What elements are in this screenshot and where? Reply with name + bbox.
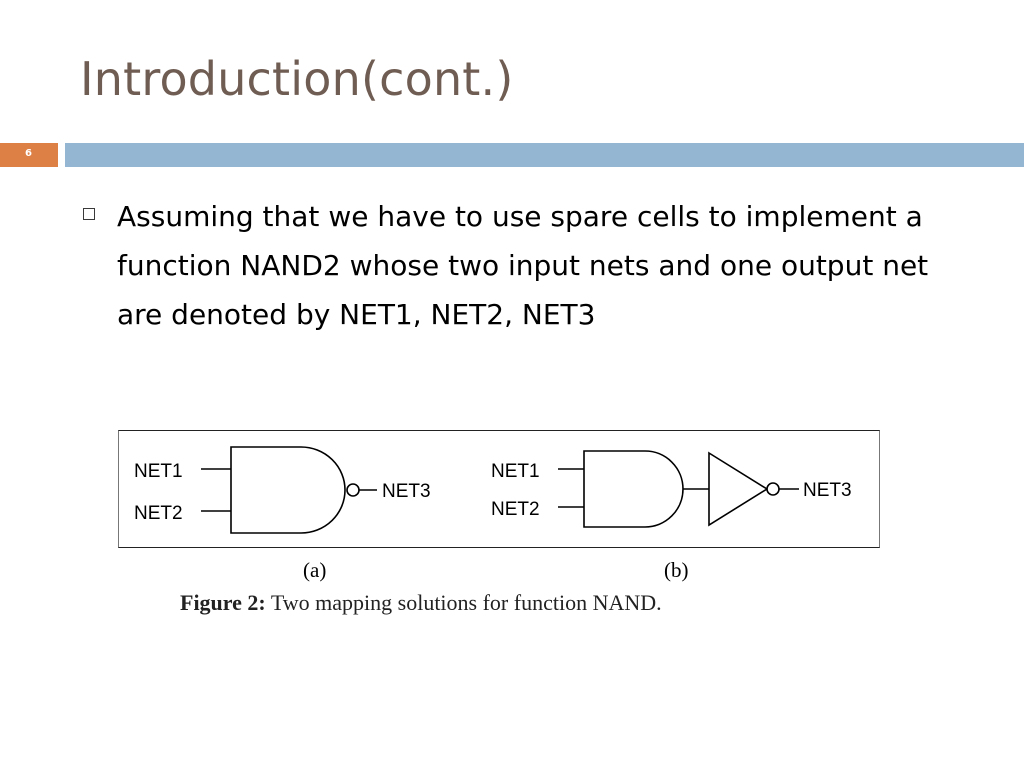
and-body-b xyxy=(583,450,684,528)
and-inverter-b: NET1 NET2 NET3 xyxy=(491,450,852,528)
subfigure-label-a: (a) xyxy=(303,558,327,582)
net1-label-b: NET1 xyxy=(491,461,540,482)
bullet-text: Assuming that we have to use spare cells… xyxy=(117,200,929,331)
subfigure-label-b: (b) xyxy=(664,558,689,582)
bullet-item: Assuming that we have to use spare cells… xyxy=(80,192,980,339)
net3-label-a: NET3 xyxy=(382,481,431,502)
slide-number: 6 xyxy=(25,148,32,159)
inversion-bubble-b xyxy=(766,482,780,496)
net2-label-b: NET2 xyxy=(491,499,540,520)
inversion-bubble-a xyxy=(346,483,360,497)
figure-2-diagram: NET1 NET2 NET3 NET1 NET2 NET3 xyxy=(118,430,880,548)
square-bullet-icon xyxy=(83,208,95,220)
nand-gate-a: NET1 NET2 NET3 xyxy=(134,446,431,534)
logic-gate-diagram: NET1 NET2 NET3 NET1 NET2 NET3 xyxy=(134,446,852,534)
inverter-triangle xyxy=(708,451,769,527)
slide-number-box xyxy=(0,143,58,167)
net3-label-b: NET3 xyxy=(803,480,852,501)
bullet-list: Assuming that we have to use spare cells… xyxy=(80,192,980,339)
and-body-a xyxy=(230,446,346,534)
net2-label-a: NET2 xyxy=(134,503,183,524)
figure-caption: Figure 2: Two mapping solutions for func… xyxy=(180,590,662,616)
caption-text: Two mapping solutions for function NAND. xyxy=(270,590,662,615)
caption-label: Figure 2: xyxy=(180,590,266,615)
header-accent-bar xyxy=(65,143,1024,167)
net1-label-a: NET1 xyxy=(134,461,183,482)
slide-title: Introduction(cont.) xyxy=(80,52,514,106)
